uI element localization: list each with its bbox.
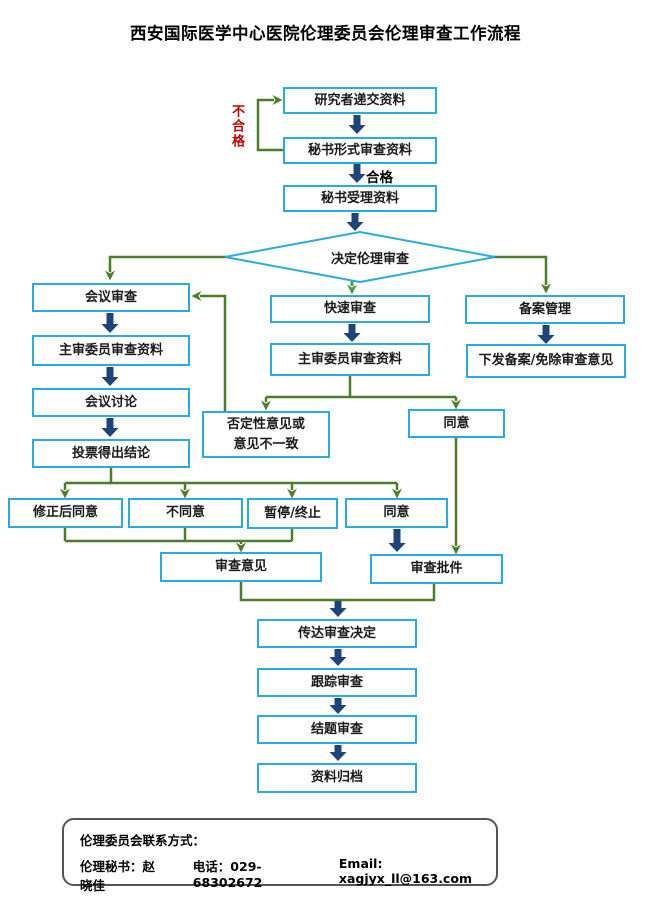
node-follow-up-review: 跟踪审查 [257,668,417,697]
contact-email: Email: xagjyx_ll@163.com [338,856,472,886]
node-suspend-terminate: 暂停/终止 [247,498,338,529]
node-review-opinion: 审查意见 [160,552,322,582]
contact-phone: 电话：029-68302672 [192,859,263,890]
node-primary-review-mid: 主审委员审查资料 [270,343,430,376]
node-accept-materials: 秘书受理资料 [283,185,437,212]
node-filing-management: 备案管理 [465,295,625,324]
node-closing-review: 结题审查 [257,715,417,744]
page-title: 西安国际医学中心医院伦理委员会伦理审查工作流程 [130,24,521,43]
node-agree-mid: 同意 [408,409,505,438]
node-archive: 资料归档 [257,763,417,793]
node-negative-opinion: 否定性意见或 意见不一致 [202,411,330,458]
node-meeting-discussion: 会议讨论 [32,388,190,417]
node-review-approval: 审查批件 [370,554,503,584]
contact-heading: 伦理委员会联系方式： [80,833,206,848]
contact-secretary: 伦理秘书：赵晓佳 [80,859,156,893]
node-agree-after-revision: 修正后同意 [8,498,123,528]
node-vote-conclusion: 投票得出结论 [32,439,190,468]
contact-box: 伦理委员会联系方式： 伦理秘书：赵晓佳 电话：029-68302672 Emai… [62,818,498,893]
node-issue-filing-opinion: 下发备案/免除审查意见 [466,344,626,378]
node-formal-review: 秘书形式审查资料 [283,137,437,164]
node-decide-review: 决定伦理审查 [330,251,409,267]
node-communicate-decision: 传达审查决定 [257,619,417,648]
node-disagree: 不同意 [128,498,243,528]
node-submit-materials: 研究者递交资料 [283,87,437,114]
node-agree-bottom: 同意 [345,498,448,528]
node-meeting-review: 会议审查 [32,283,190,312]
node-primary-review-left: 主审委员审查资料 [32,335,190,366]
label-reject: 不合格 [229,104,244,149]
node-rapid-review: 快速审查 [270,295,430,323]
label-pass: 合格 [366,170,393,186]
